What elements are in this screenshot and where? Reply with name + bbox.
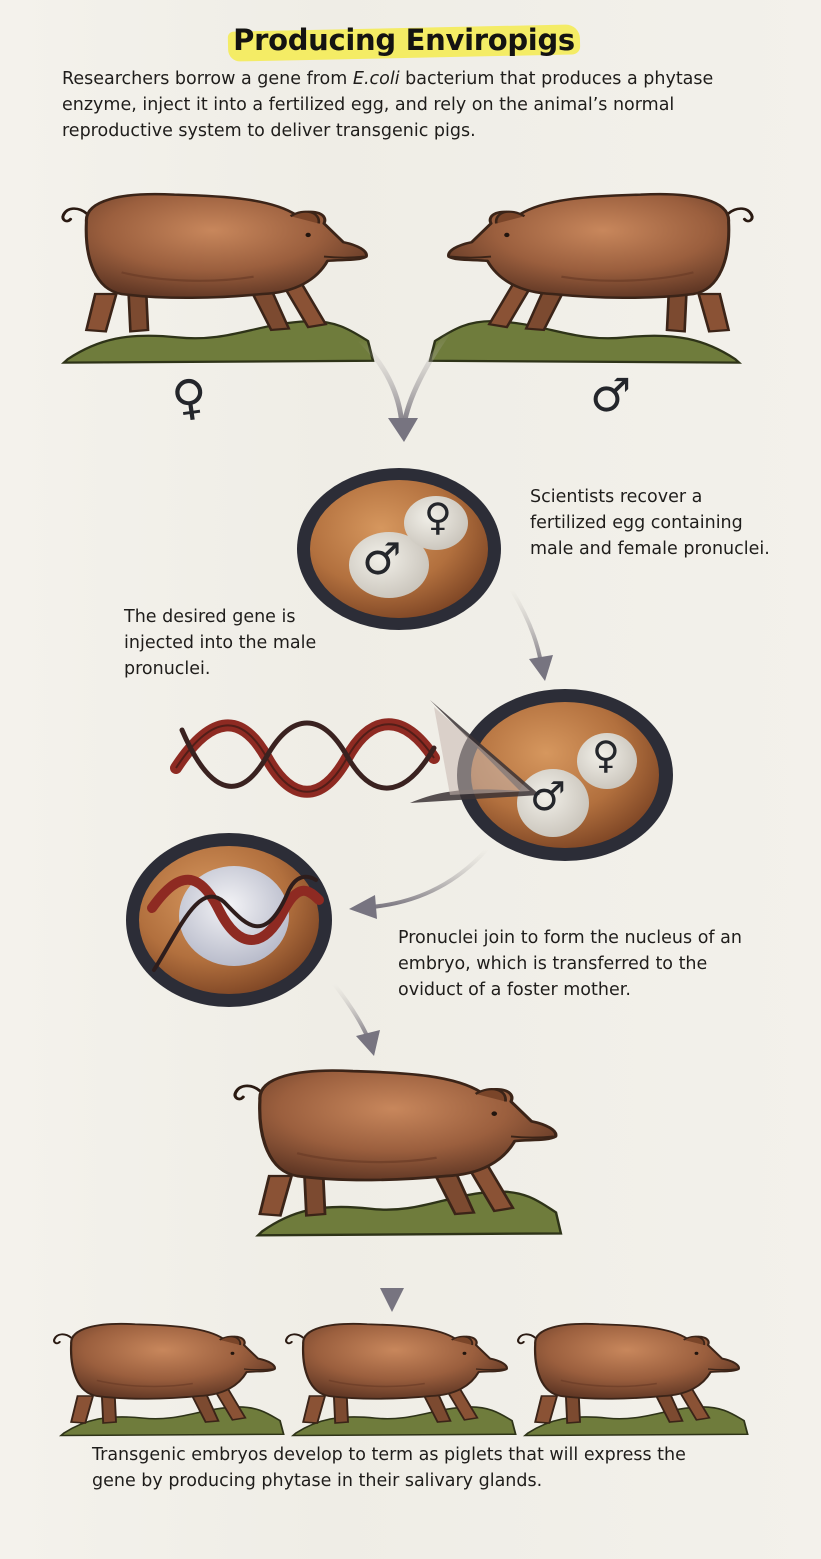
female-symbol: ♀: [168, 367, 211, 429]
male-symbol: ♂: [590, 368, 632, 422]
injected-male-symbol: ♂: [530, 774, 566, 820]
caption-transgenic-piglets: Transgenic embryos develop to term as pi…: [92, 1445, 686, 1491]
egg-female-symbol: ♀: [424, 495, 452, 539]
piglet-3: [516, 1322, 749, 1437]
caption-recover-egg: Scientists recover a fertilized egg cont…: [530, 487, 770, 559]
injection-needle: [410, 700, 540, 803]
dna-strand: [170, 718, 440, 798]
piglet-2: [284, 1322, 517, 1437]
caption-embryo-transfer: Pronuclei join to form the nucleus of an…: [398, 928, 742, 1000]
title-block: Producing Enviropigs: [227, 20, 581, 64]
egg-male-symbol: ♂: [362, 534, 402, 585]
foster-mother-pig: [233, 1068, 563, 1237]
injection-egg: [457, 689, 673, 861]
intro-text: Researchers borrow a gene from E.coli ba…: [62, 66, 762, 144]
intro-text-end: bacterium that produces a phytase enzyme…: [62, 69, 714, 141]
female-pig: [61, 192, 375, 364]
embryo-egg: [126, 833, 332, 1007]
page-title: Producing Enviropigs: [233, 23, 575, 57]
arrow-to-injection: [509, 587, 553, 681]
intro-text-start: Researchers borrow a gene from: [62, 69, 353, 89]
injection-female-symbol: ♀: [592, 733, 620, 777]
piglet-1: [52, 1322, 285, 1437]
merge-arrow: [358, 328, 453, 442]
arrow-to-piglets: [380, 1242, 404, 1312]
arrow-to-embryo: [349, 847, 489, 919]
male-pig: [428, 192, 754, 364]
caption-inject-gene: The desired gene is injected into the ma…: [124, 607, 317, 679]
arrow-to-foster: [332, 982, 380, 1056]
fertilized-egg: [297, 468, 501, 630]
intro-text-emphasis: E.coli: [352, 69, 400, 89]
